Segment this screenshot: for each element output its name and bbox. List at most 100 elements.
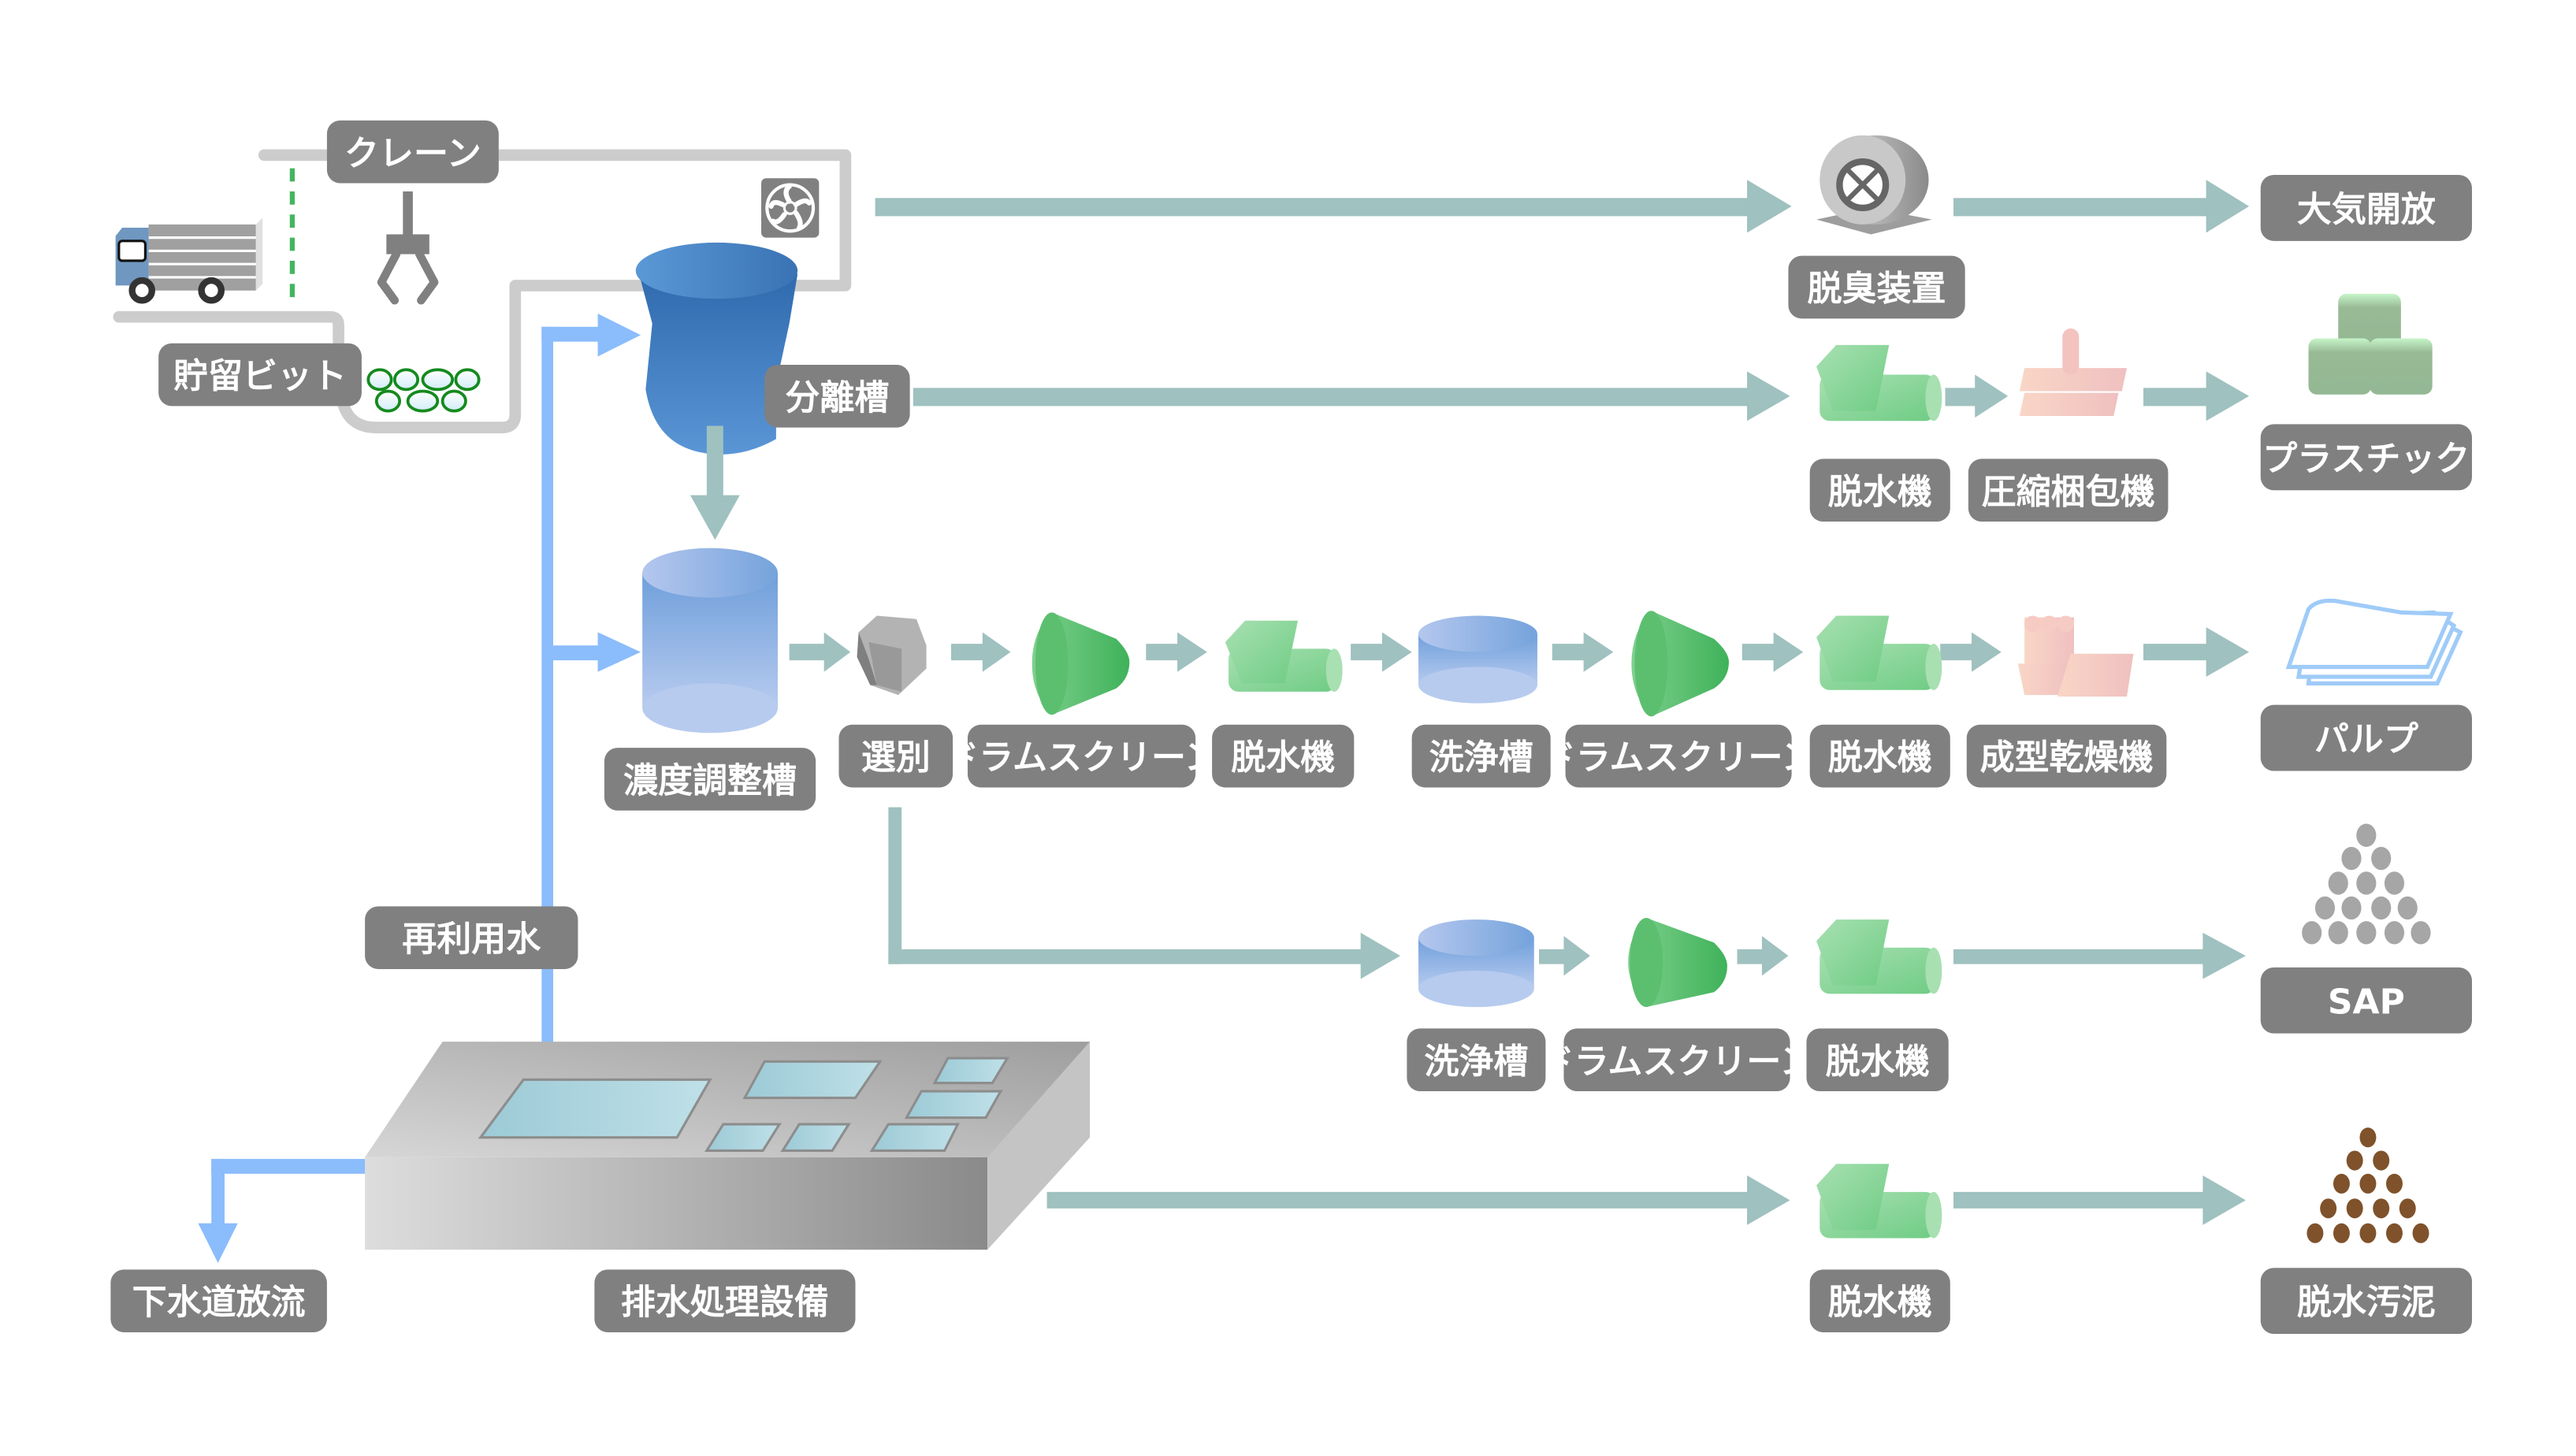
flow-arrows — [690, 180, 2250, 1225]
dewatering-machine-label: 脱水機 — [1809, 1269, 1950, 1332]
pulp-label-box — [2260, 704, 2472, 771]
separator-tank-icon — [635, 242, 798, 455]
drum-screen-label: ドラムスクリーン — [1541, 724, 1816, 788]
concentration-tank-label: 濃度調整槽 — [604, 748, 816, 811]
deodorizer-label-box — [1788, 255, 1965, 319]
concentration-tank-label-text: 濃度調整槽 — [623, 761, 797, 801]
dewatering-machine-label: 脱水機 — [1809, 724, 1950, 788]
deodorizer-label-text: 脱臭装置 — [1808, 269, 1946, 309]
molding-dryer-label: 成型乾燥機 — [1966, 724, 2167, 788]
dewatering-machine-icon — [1816, 1164, 1942, 1239]
dewatering-machine-icon — [1816, 615, 1942, 690]
plastic-label-box — [2260, 424, 2472, 491]
drum-screen-icon — [1628, 917, 1727, 1008]
dewatering-machine-label-box — [1212, 724, 1355, 788]
dewatering-machine-icon — [1816, 344, 1942, 422]
wastewater-facility-label-text: 排水処理設備 — [621, 1283, 829, 1323]
drum-screen-icon — [1631, 611, 1730, 717]
sap-pile-icon — [2302, 823, 2431, 945]
building-outline — [113, 149, 852, 433]
deodorizer-label: 脱臭装置 — [1788, 255, 1965, 319]
crane-label: クレーン — [326, 120, 499, 184]
dewatering-machine-label: 脱水機 — [1212, 724, 1355, 788]
reuse-water-label-box — [365, 906, 578, 969]
reuse-water-label-text: 再利用水 — [402, 919, 541, 960]
drum-screen-label: ドラムスクリーン — [944, 724, 1219, 788]
storage-pit-label: 貯留ビット — [158, 343, 362, 407]
pulp-sheets-icon — [2285, 598, 2463, 686]
drum-screen-label-text: ドラムスクリーン — [944, 737, 1218, 778]
molding-dryer-label-text: 成型乾燥機 — [1980, 737, 2154, 778]
sewer-discharge-label: 下水道放流 — [110, 1269, 327, 1332]
dewatering-machine-label-box — [1809, 724, 1950, 788]
wash-tank-label: 洗浄槽 — [1407, 1028, 1546, 1092]
dewatered-sludge-label-text: 脱水汚泥 — [2297, 1283, 2436, 1323]
sap-label: SAP — [2260, 967, 2472, 1034]
treatment-facility-icon — [365, 1042, 1091, 1250]
dewatering-machine-icon — [1816, 919, 1942, 994]
sap-label-box — [2260, 967, 2472, 1034]
concentration-tank-label-box — [604, 748, 816, 811]
deodorizer-icon — [1816, 135, 1932, 235]
wash-tank-label-box — [1411, 724, 1551, 788]
dewatered-sludge-label: 脱水汚泥 — [2260, 1268, 2472, 1335]
pulp-label: パルプ — [2260, 704, 2472, 771]
truck-icon — [115, 217, 263, 304]
molding-dryer-label-box — [1966, 724, 2167, 788]
molding-dryer-icon — [2017, 615, 2134, 697]
dewatering-machine-label-text: 脱水機 — [1828, 1283, 1932, 1323]
atmosphere-release-label-text: 大気開放 — [2297, 190, 2436, 230]
compression-press-icon — [2019, 328, 2128, 416]
plastic-cubes-icon — [2308, 293, 2433, 395]
plastic-label: プラスチック — [2260, 424, 2472, 491]
sewer-discharge-label-box — [110, 1269, 327, 1332]
reuse-water-label: 再利用水 — [365, 906, 578, 969]
compression-baler-label: 圧縮梱包機 — [1968, 459, 2169, 522]
drum-screen-label-box — [1565, 724, 1792, 788]
waste-pellets-icon — [366, 368, 481, 413]
reuse-water-lines — [198, 314, 641, 1263]
drum-screen-label-text: ドラムスクリーン — [1540, 1042, 1814, 1082]
dewatered-sludge-label-box — [2260, 1268, 2472, 1335]
dewatering-machine-label-text: 脱水機 — [1828, 737, 1932, 778]
drum-screen-label-box — [967, 724, 1196, 788]
dewatering-machine-label-box — [1806, 1028, 1949, 1092]
wash-tank-label: 洗浄槽 — [1411, 724, 1551, 788]
sorting-label-text: 選別 — [861, 737, 931, 778]
separation-tank-label: 分離槽 — [764, 364, 910, 428]
wash-tank-label-text: 洗浄槽 — [1429, 737, 1533, 778]
crane-claw-icon — [377, 191, 439, 305]
wash-tank-icon — [1418, 919, 1534, 1008]
separation-tank-label-box — [764, 364, 910, 428]
dewatering-machine-label-text: 脱水機 — [1828, 472, 1932, 512]
dewatering-machine-label: 脱水機 — [1806, 1028, 1949, 1092]
wastewater-facility-label-box — [594, 1269, 856, 1332]
separation-tank-label-text: 分離槽 — [785, 377, 889, 418]
plastic-label-text: プラスチック — [2262, 439, 2470, 479]
pulp-label-text: パルプ — [2314, 719, 2418, 760]
storage-pit-label-text: 貯留ビット — [173, 356, 347, 396]
atmosphere-release-label: 大気開放 — [2260, 175, 2472, 241]
crane-label-box — [326, 120, 499, 184]
sludge-pile-icon — [2307, 1127, 2429, 1243]
drum-screen-icon — [1032, 612, 1130, 715]
drum-screen-label-box — [1563, 1028, 1790, 1092]
sorting-label: 選別 — [838, 724, 953, 788]
dewatering-machine-label-text: 脱水機 — [1826, 1042, 1930, 1082]
drum-screen-label-text: ドラムスクリーン — [1541, 737, 1816, 778]
wash-tank-label-text: 洗浄槽 — [1424, 1042, 1528, 1082]
dewatering-machine-icon — [1225, 620, 1343, 692]
exhaust-fan-icon — [761, 178, 820, 238]
dewatering-machine-label-box — [1809, 459, 1950, 522]
dewatering-machine-label-box — [1809, 1269, 1950, 1332]
atmosphere-release-label-box — [2260, 175, 2472, 241]
dewatering-machine-label: 脱水機 — [1809, 459, 1950, 522]
crane-label-text: クレーン — [344, 133, 481, 173]
cylinder-tank-icon — [642, 548, 778, 734]
dewatering-machine-label-text: 脱水機 — [1231, 737, 1335, 778]
storage-pit-label-box — [158, 343, 362, 407]
drum-screen-label: ドラムスクリーン — [1540, 1028, 1814, 1092]
compression-baler-label-text: 圧縮梱包機 — [1982, 472, 2155, 512]
sorter-icon — [857, 615, 927, 696]
